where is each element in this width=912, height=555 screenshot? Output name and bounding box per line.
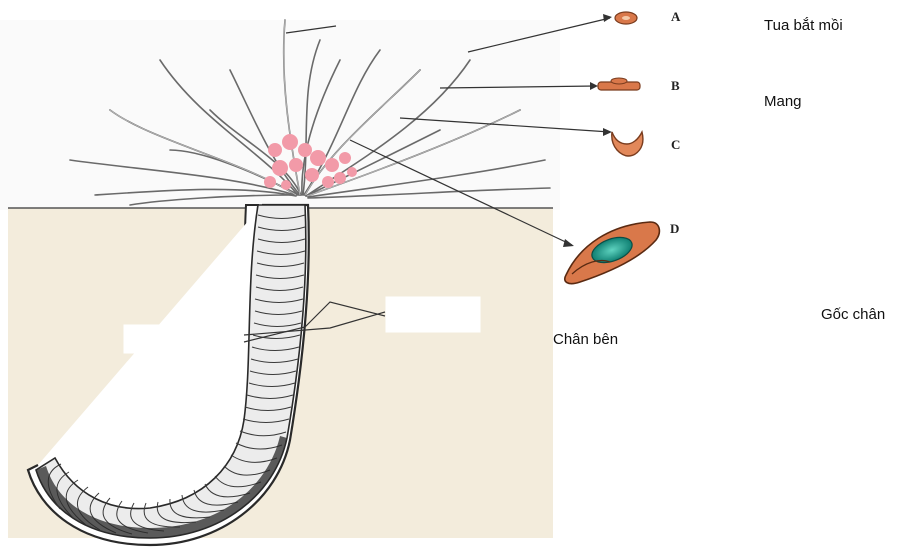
label-parapodia: Chân bên — [553, 331, 618, 348]
label-gills: Mang — [764, 93, 802, 110]
answer-box-1[interactable] — [124, 325, 242, 353]
letter-a: A — [671, 9, 680, 25]
water-area — [0, 20, 560, 210]
answer-box-2[interactable] — [386, 297, 480, 332]
letter-b: B — [671, 78, 680, 94]
section-d — [565, 222, 660, 284]
label-parapodia-base: Gốc chân — [821, 306, 885, 323]
section-a — [615, 12, 637, 24]
section-b — [598, 78, 640, 90]
letter-c: C — [671, 137, 680, 153]
section-c — [612, 132, 643, 156]
arrowhead-b — [590, 82, 598, 90]
letter-d: D — [670, 221, 679, 237]
arrowhead-a — [603, 14, 612, 22]
arrowhead-c — [603, 128, 612, 136]
arrowhead-d — [563, 239, 574, 247]
label-tentacles: Tua bắt mồi — [764, 17, 843, 34]
